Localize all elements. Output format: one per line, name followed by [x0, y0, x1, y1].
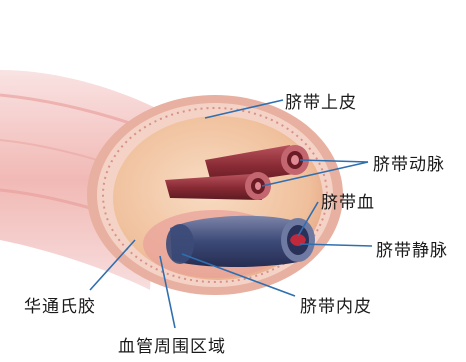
- label-cord-blood: 脐带血: [321, 188, 375, 213]
- label-epithelium: 脐带上皮: [285, 88, 357, 113]
- label-umbilical-vein: 脐带静脉: [376, 236, 448, 261]
- label-endothelium: 脐带内皮: [300, 292, 372, 317]
- label-perivascular-region: 血管周围区域: [118, 332, 226, 357]
- umbilical-vein: [166, 216, 315, 267]
- label-wharton-jelly: 华通氏胶: [24, 292, 96, 317]
- label-umbilical-arteries: 脐带动脉: [373, 150, 445, 175]
